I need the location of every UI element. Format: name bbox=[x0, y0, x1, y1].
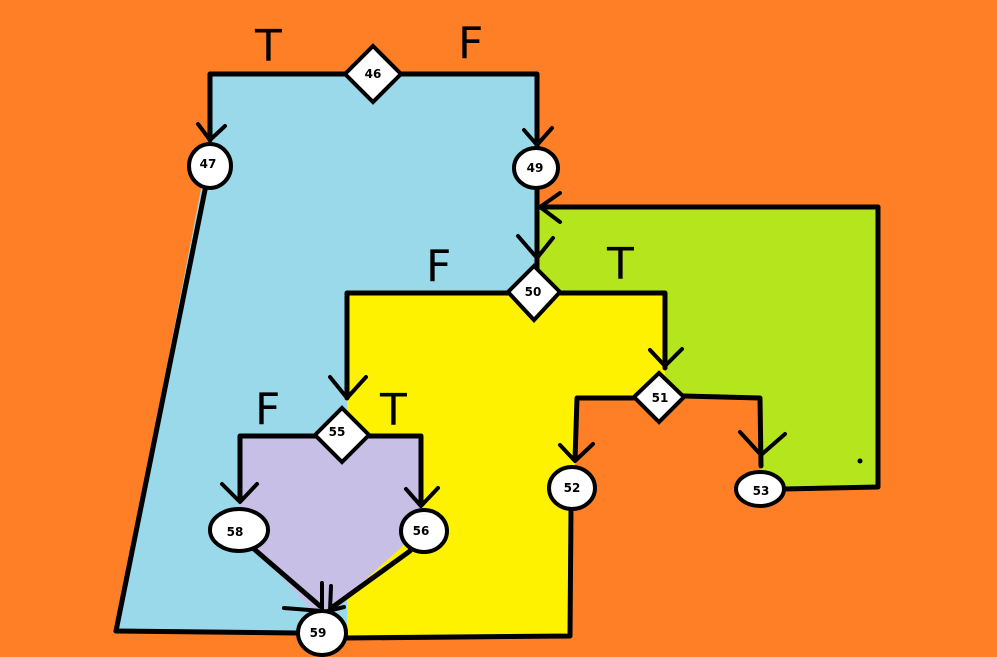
node-label-58: 58 bbox=[227, 525, 244, 539]
statement-node-58: 58 bbox=[208, 507, 270, 553]
edge-51-53 bbox=[681, 393, 764, 469]
arrowhead-to-51 bbox=[648, 347, 684, 368]
node-label-56: 56 bbox=[413, 524, 430, 538]
decision-node-55: 55 bbox=[312, 405, 372, 465]
statement-node-59: 59 bbox=[296, 609, 348, 657]
decision-node-51: 51 bbox=[631, 370, 687, 425]
statement-node-47: 47 bbox=[187, 142, 233, 190]
node-label-53: 53 bbox=[753, 484, 770, 498]
branch-label-55-false: F bbox=[255, 384, 280, 435]
edge-58-59 bbox=[251, 546, 323, 609]
region-blue bbox=[116, 74, 537, 636]
arrowhead-to-52 bbox=[558, 442, 595, 463]
branch-label-50-false: F bbox=[426, 241, 451, 292]
decision-node-50: 50 bbox=[505, 263, 563, 323]
region-green bbox=[537, 207, 878, 488]
node-label-55: 55 bbox=[329, 425, 346, 439]
edge-50-51 bbox=[555, 290, 668, 371]
edge-53-loop bbox=[537, 204, 881, 492]
edge-46-47 bbox=[207, 71, 348, 143]
node-label-46: 46 bbox=[365, 67, 382, 81]
arrowhead-to-53 bbox=[738, 430, 787, 457]
decision-node-46: 46 bbox=[342, 43, 404, 105]
edge-52-59 bbox=[343, 507, 574, 641]
arrowhead-to-58 bbox=[220, 482, 259, 504]
arrowhead-59-line-b bbox=[328, 584, 333, 613]
statement-node-53: 53 bbox=[734, 470, 786, 508]
arrowhead-to-49 bbox=[522, 126, 554, 147]
statement-node-52: 52 bbox=[547, 465, 597, 511]
branch-label-50-true: T bbox=[606, 239, 634, 290]
node-label-49: 49 bbox=[527, 161, 544, 175]
edge-46-49 bbox=[397, 71, 540, 149]
edge-55-58 bbox=[237, 433, 318, 503]
edge-50-55 bbox=[344, 290, 513, 401]
edge-bottom-to-59 bbox=[113, 628, 299, 636]
branch-label-46-true: T bbox=[254, 21, 282, 72]
node-label-59: 59 bbox=[310, 626, 327, 640]
node-label-47: 47 bbox=[200, 157, 217, 171]
branch-label-46-false: F bbox=[458, 18, 483, 69]
branch-label-55-true: T bbox=[379, 385, 407, 436]
stray-dot bbox=[857, 458, 863, 464]
arrowhead-to-47 bbox=[196, 122, 227, 142]
node-label-51: 51 bbox=[652, 391, 669, 405]
arrowhead-to-56 bbox=[404, 486, 440, 508]
edge-55-56 bbox=[366, 433, 424, 507]
statement-node-56: 56 bbox=[399, 508, 449, 554]
edge-47-59 bbox=[113, 187, 208, 634]
node-label-52: 52 bbox=[564, 481, 581, 495]
arrowhead-to-55 bbox=[328, 375, 368, 400]
arrowhead-to-50 bbox=[516, 234, 555, 260]
arrowhead-loop-to-49 bbox=[538, 191, 562, 224]
statement-node-49: 49 bbox=[512, 146, 560, 190]
edge-56-59 bbox=[331, 548, 413, 609]
edge-51-52 bbox=[572, 395, 637, 463]
node-label-50: 50 bbox=[525, 285, 542, 299]
